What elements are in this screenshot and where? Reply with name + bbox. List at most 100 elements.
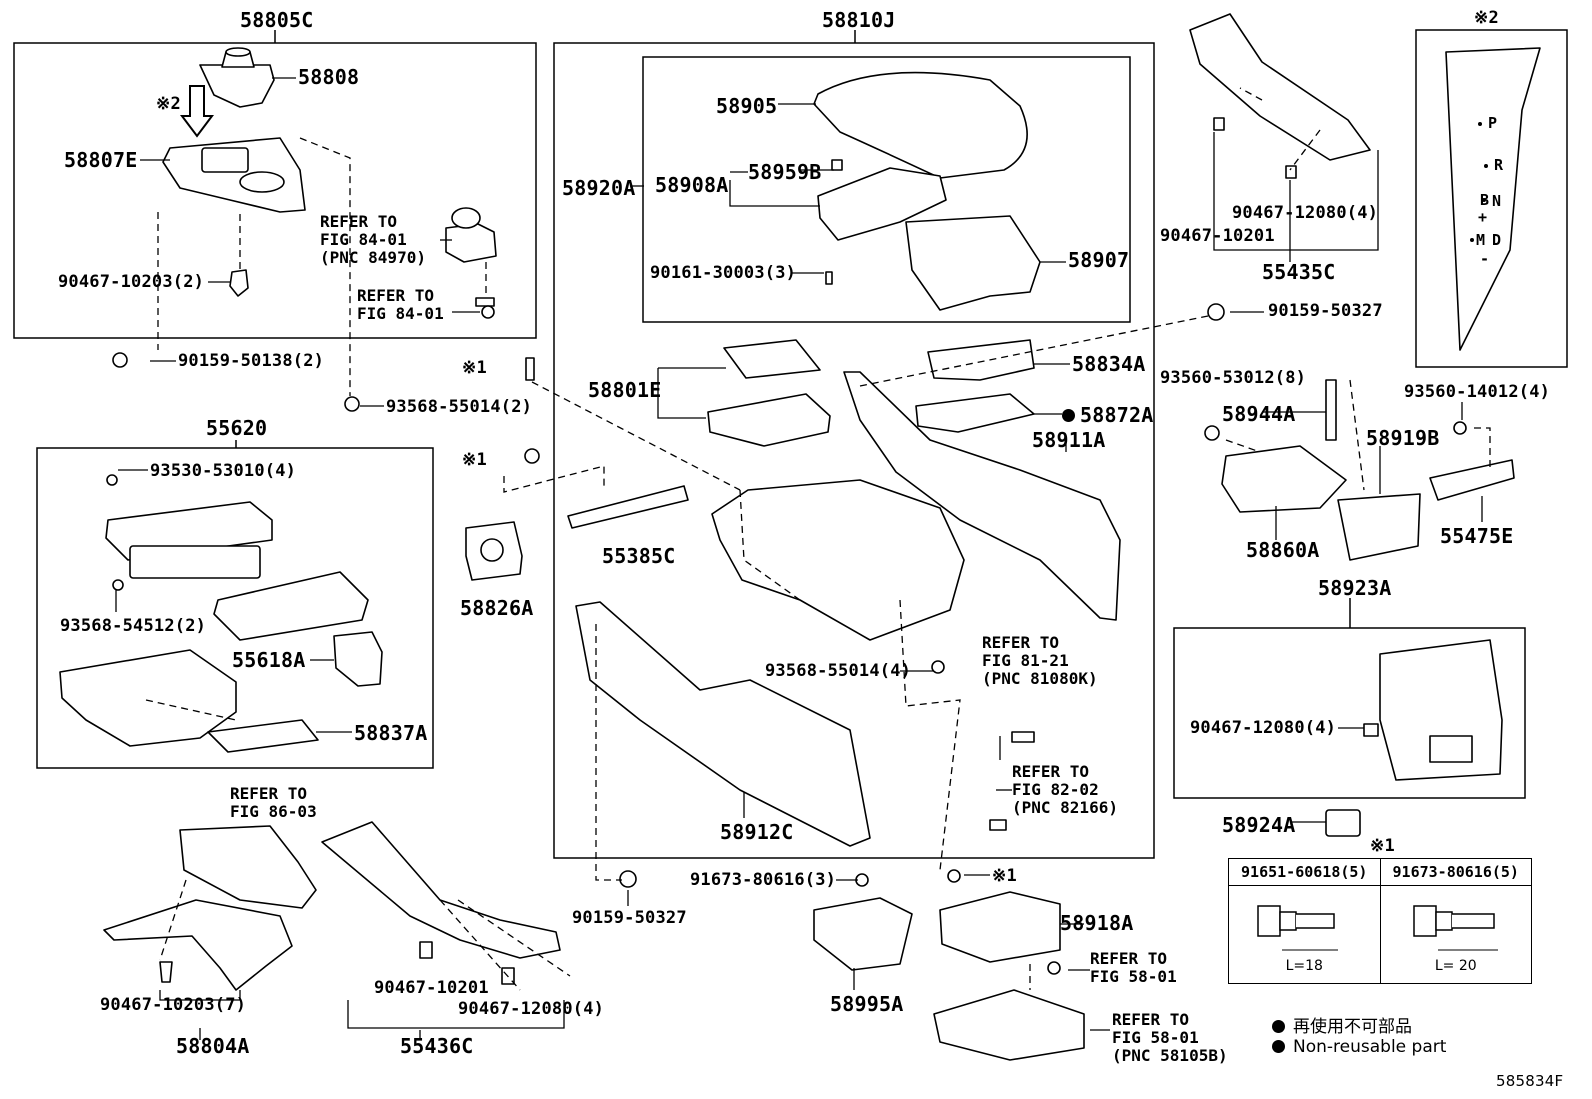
fastener-col2-header: 91673-80616(5) <box>1379 858 1532 886</box>
label-58872A: 58872A <box>1080 403 1154 427</box>
label-90467-10203-2: 90467-10203(2) <box>58 272 205 292</box>
refer-line: REFER TO <box>1090 949 1168 968</box>
label-note1-b: ※1 <box>462 450 487 470</box>
refer-fig-81-21: REFER TO FIG 81-21 (PNC 81080K) <box>982 634 1098 688</box>
refer-fig-84-01: REFER TO FIG 84-01 <box>357 287 444 323</box>
refer-line: FIG 86-03 <box>230 802 317 821</box>
label-93560-14012-4: 93560-14012(4) <box>1404 382 1551 402</box>
non-reusable-dot-icon <box>1272 1020 1285 1033</box>
label-58807E: 58807E <box>64 148 138 172</box>
refer-fig-82-02: REFER TO FIG 82-02 (PNC 82166) <box>1012 763 1118 817</box>
label-58804A: 58804A <box>176 1034 250 1058</box>
label-note1-c: ※1 <box>992 866 1017 886</box>
label-note1-table: ※1 <box>1370 836 1395 856</box>
fastener-col1-header: 91651-60618(5) <box>1228 858 1381 886</box>
label-90467-10203-7: 90467-10203(7) <box>100 995 247 1015</box>
label-55618A: 55618A <box>232 648 306 672</box>
label-58810J: 58810J <box>822 8 896 32</box>
refer-line: (PNC 84970) <box>320 248 426 267</box>
refer-line: (PNC 81080K) <box>982 669 1098 688</box>
refer-line: REFER TO <box>1012 762 1090 781</box>
label-58808: 58808 <box>298 65 360 89</box>
legend-en-text: Non-reusable part <box>1293 1037 1447 1057</box>
label-55385C: 55385C <box>602 544 676 568</box>
gate-m: M <box>1476 231 1486 249</box>
label-58912C: 58912C <box>720 820 794 844</box>
label-93560-53012-8: 93560-53012(8) <box>1160 368 1307 388</box>
legend-en: Non-reusable part <box>1272 1037 1446 1057</box>
fastener-col2-cell: L= 20 <box>1379 885 1532 984</box>
gate-r: R <box>1494 156 1504 174</box>
gate-b: B <box>1480 191 1490 209</box>
label-58920A: 58920A <box>562 176 636 200</box>
label-58918A: 58918A <box>1060 911 1134 935</box>
fastener-col2-length: L= 20 <box>1434 958 1477 974</box>
label-58911A: 58911A <box>1032 428 1106 452</box>
label-58924A: 58924A <box>1222 813 1296 837</box>
refer-line: REFER TO <box>982 633 1060 652</box>
label-note2-arrow: ※2 <box>156 94 181 114</box>
label-58805C: 58805C <box>240 8 314 32</box>
refer-line: FIG 84-01 <box>320 230 407 249</box>
refer-line: REFER TO <box>230 784 308 803</box>
box-55620 <box>36 447 434 769</box>
label-58959B: 58959B <box>748 160 822 184</box>
label-93568-55014-2: 93568-55014(2) <box>386 397 533 417</box>
non-reusable-dot-icon <box>1272 1040 1285 1053</box>
label-note1-a: ※1 <box>462 358 487 378</box>
box-58920A <box>642 56 1131 323</box>
label-58801E: 58801E <box>588 378 662 402</box>
fastener-col1-length: L=18 <box>1285 958 1323 974</box>
legend-jp-text: 再使用不可部品 <box>1293 1017 1412 1037</box>
label-90159-50327-b: 90159-50327 <box>572 908 687 928</box>
label-55436C: 55436C <box>400 1034 474 1058</box>
label-90467-12080-4-c: 90467-12080(4) <box>1190 718 1337 738</box>
label-55435C: 55435C <box>1262 260 1336 284</box>
box-shift-indicator <box>1415 29 1568 368</box>
label-90159-50138-2: 90159-50138(2) <box>178 351 325 371</box>
label-90467-10201-a: 90467-10201 <box>1160 226 1275 246</box>
label-90467-10201-b: 90467-10201 <box>374 978 489 998</box>
label-90161-30003-3: 90161-30003(3) <box>650 263 797 283</box>
label-93568-55014-4: 93568-55014(4) <box>765 661 912 681</box>
label-93568-54512-2: 93568-54512(2) <box>60 616 207 636</box>
legend-jp: 再使用不可部品 <box>1272 1012 1412 1037</box>
label-58905: 58905 <box>716 94 778 118</box>
refer-line: FIG 81-21 <box>982 651 1069 670</box>
label-58908A: 58908A <box>655 173 729 197</box>
non-reusable-marker <box>1062 406 1083 426</box>
label-55475E: 55475E <box>1440 524 1514 548</box>
gate-n: N <box>1492 192 1502 210</box>
box-58810J <box>553 42 1155 859</box>
gate-plus: + <box>1478 208 1488 226</box>
label-58860A: 58860A <box>1246 538 1320 562</box>
label-90467-12080-4-a: 90467-12080(4) <box>1232 203 1379 223</box>
label-93530-53010-4: 93530-53010(4) <box>150 461 297 481</box>
label-55620: 55620 <box>206 416 268 440</box>
refer-fig-58-01-pnc: REFER TO FIG 58-01 (PNC 58105B) <box>1112 1011 1228 1065</box>
non-reusable-dot-icon <box>1062 409 1075 422</box>
label-note2-box: ※2 <box>1474 8 1499 28</box>
fastener-table: 91651-60618(5) 91673-80616(5) L=18 L= 20 <box>1228 858 1532 984</box>
refer-fig-58-01: REFER TO FIG 58-01 <box>1090 950 1177 986</box>
refer-line: FIG 58-01 <box>1090 967 1177 986</box>
refer-line: REFER TO <box>320 212 398 231</box>
gate-minus: - <box>1480 250 1490 268</box>
label-90467-12080-4-b: 90467-12080(4) <box>458 999 605 1019</box>
refer-fig-84-01-pnc: REFER TO FIG 84-01 (PNC 84970) <box>320 213 426 267</box>
label-58995A: 58995A <box>830 992 904 1016</box>
label-58907: 58907 <box>1068 248 1130 272</box>
refer-fig-86-03: REFER TO FIG 86-03 <box>230 785 317 821</box>
label-58826A: 58826A <box>460 596 534 620</box>
label-58919B: 58919B <box>1366 426 1440 450</box>
refer-line: REFER TO <box>357 286 435 305</box>
refer-line: (PNC 82166) <box>1012 798 1118 817</box>
label-90159-50327-a: 90159-50327 <box>1268 301 1383 321</box>
figure-id: 585834F <box>1496 1072 1564 1090</box>
label-58834A: 58834A <box>1072 352 1146 376</box>
label-91673-80616-3: 91673-80616(3) <box>690 870 837 890</box>
refer-line: FIG 84-01 <box>357 304 444 323</box>
fastener-col1-cell: L=18 <box>1228 885 1381 984</box>
refer-line: REFER TO <box>1112 1010 1190 1029</box>
